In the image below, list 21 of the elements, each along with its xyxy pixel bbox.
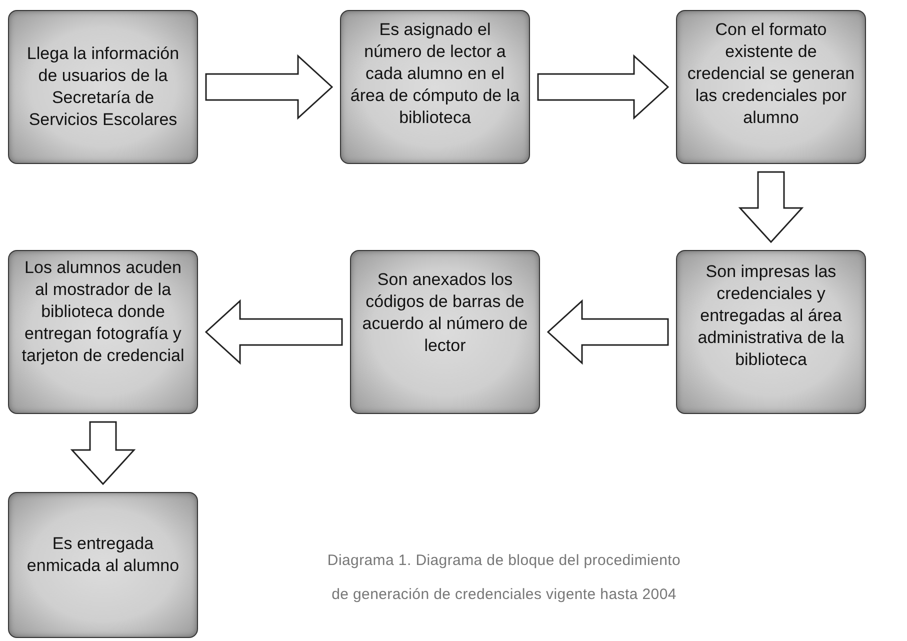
process-box (350, 250, 540, 414)
block-arrow (204, 299, 343, 365)
block-arrow (738, 171, 804, 244)
step-text: Es asignado el número de lector a cada alumno en el área de cómputo de la biblioteca (349, 19, 521, 129)
block-arrow (70, 421, 136, 486)
process-box (8, 492, 198, 638)
process-box (676, 10, 866, 164)
process-box (340, 10, 530, 164)
step-text: Con el formato existente de credencial se generan las credenciales por alumno (686, 19, 856, 129)
process-box (8, 250, 198, 414)
process-box (676, 250, 866, 414)
step-text: Son impresas las credenciales y entregadas al área administrativa de la biblioteca (696, 261, 846, 371)
step-text: Son anexados los códigos de barras de acuerdo al número de lector (361, 269, 529, 357)
block-arrow (546, 299, 669, 365)
caption: Diagrama 1. Diagrama de bloque del procedimiento de generación de credenciales vigente hasta 2004 (326, 551, 682, 605)
step-text: Los alumnos acuden al mostrador de la biblioteca donde entregan fotografía y tarjeton de credencial (20, 257, 186, 367)
block-arrow (537, 54, 670, 120)
step-text: Llega la información de usuarios de la Secretaría de Servicios Escolares (26, 43, 180, 131)
process-box (8, 10, 198, 164)
step-text: Es entregada enmicada al alumno (26, 533, 180, 577)
block-arrow (205, 54, 334, 120)
